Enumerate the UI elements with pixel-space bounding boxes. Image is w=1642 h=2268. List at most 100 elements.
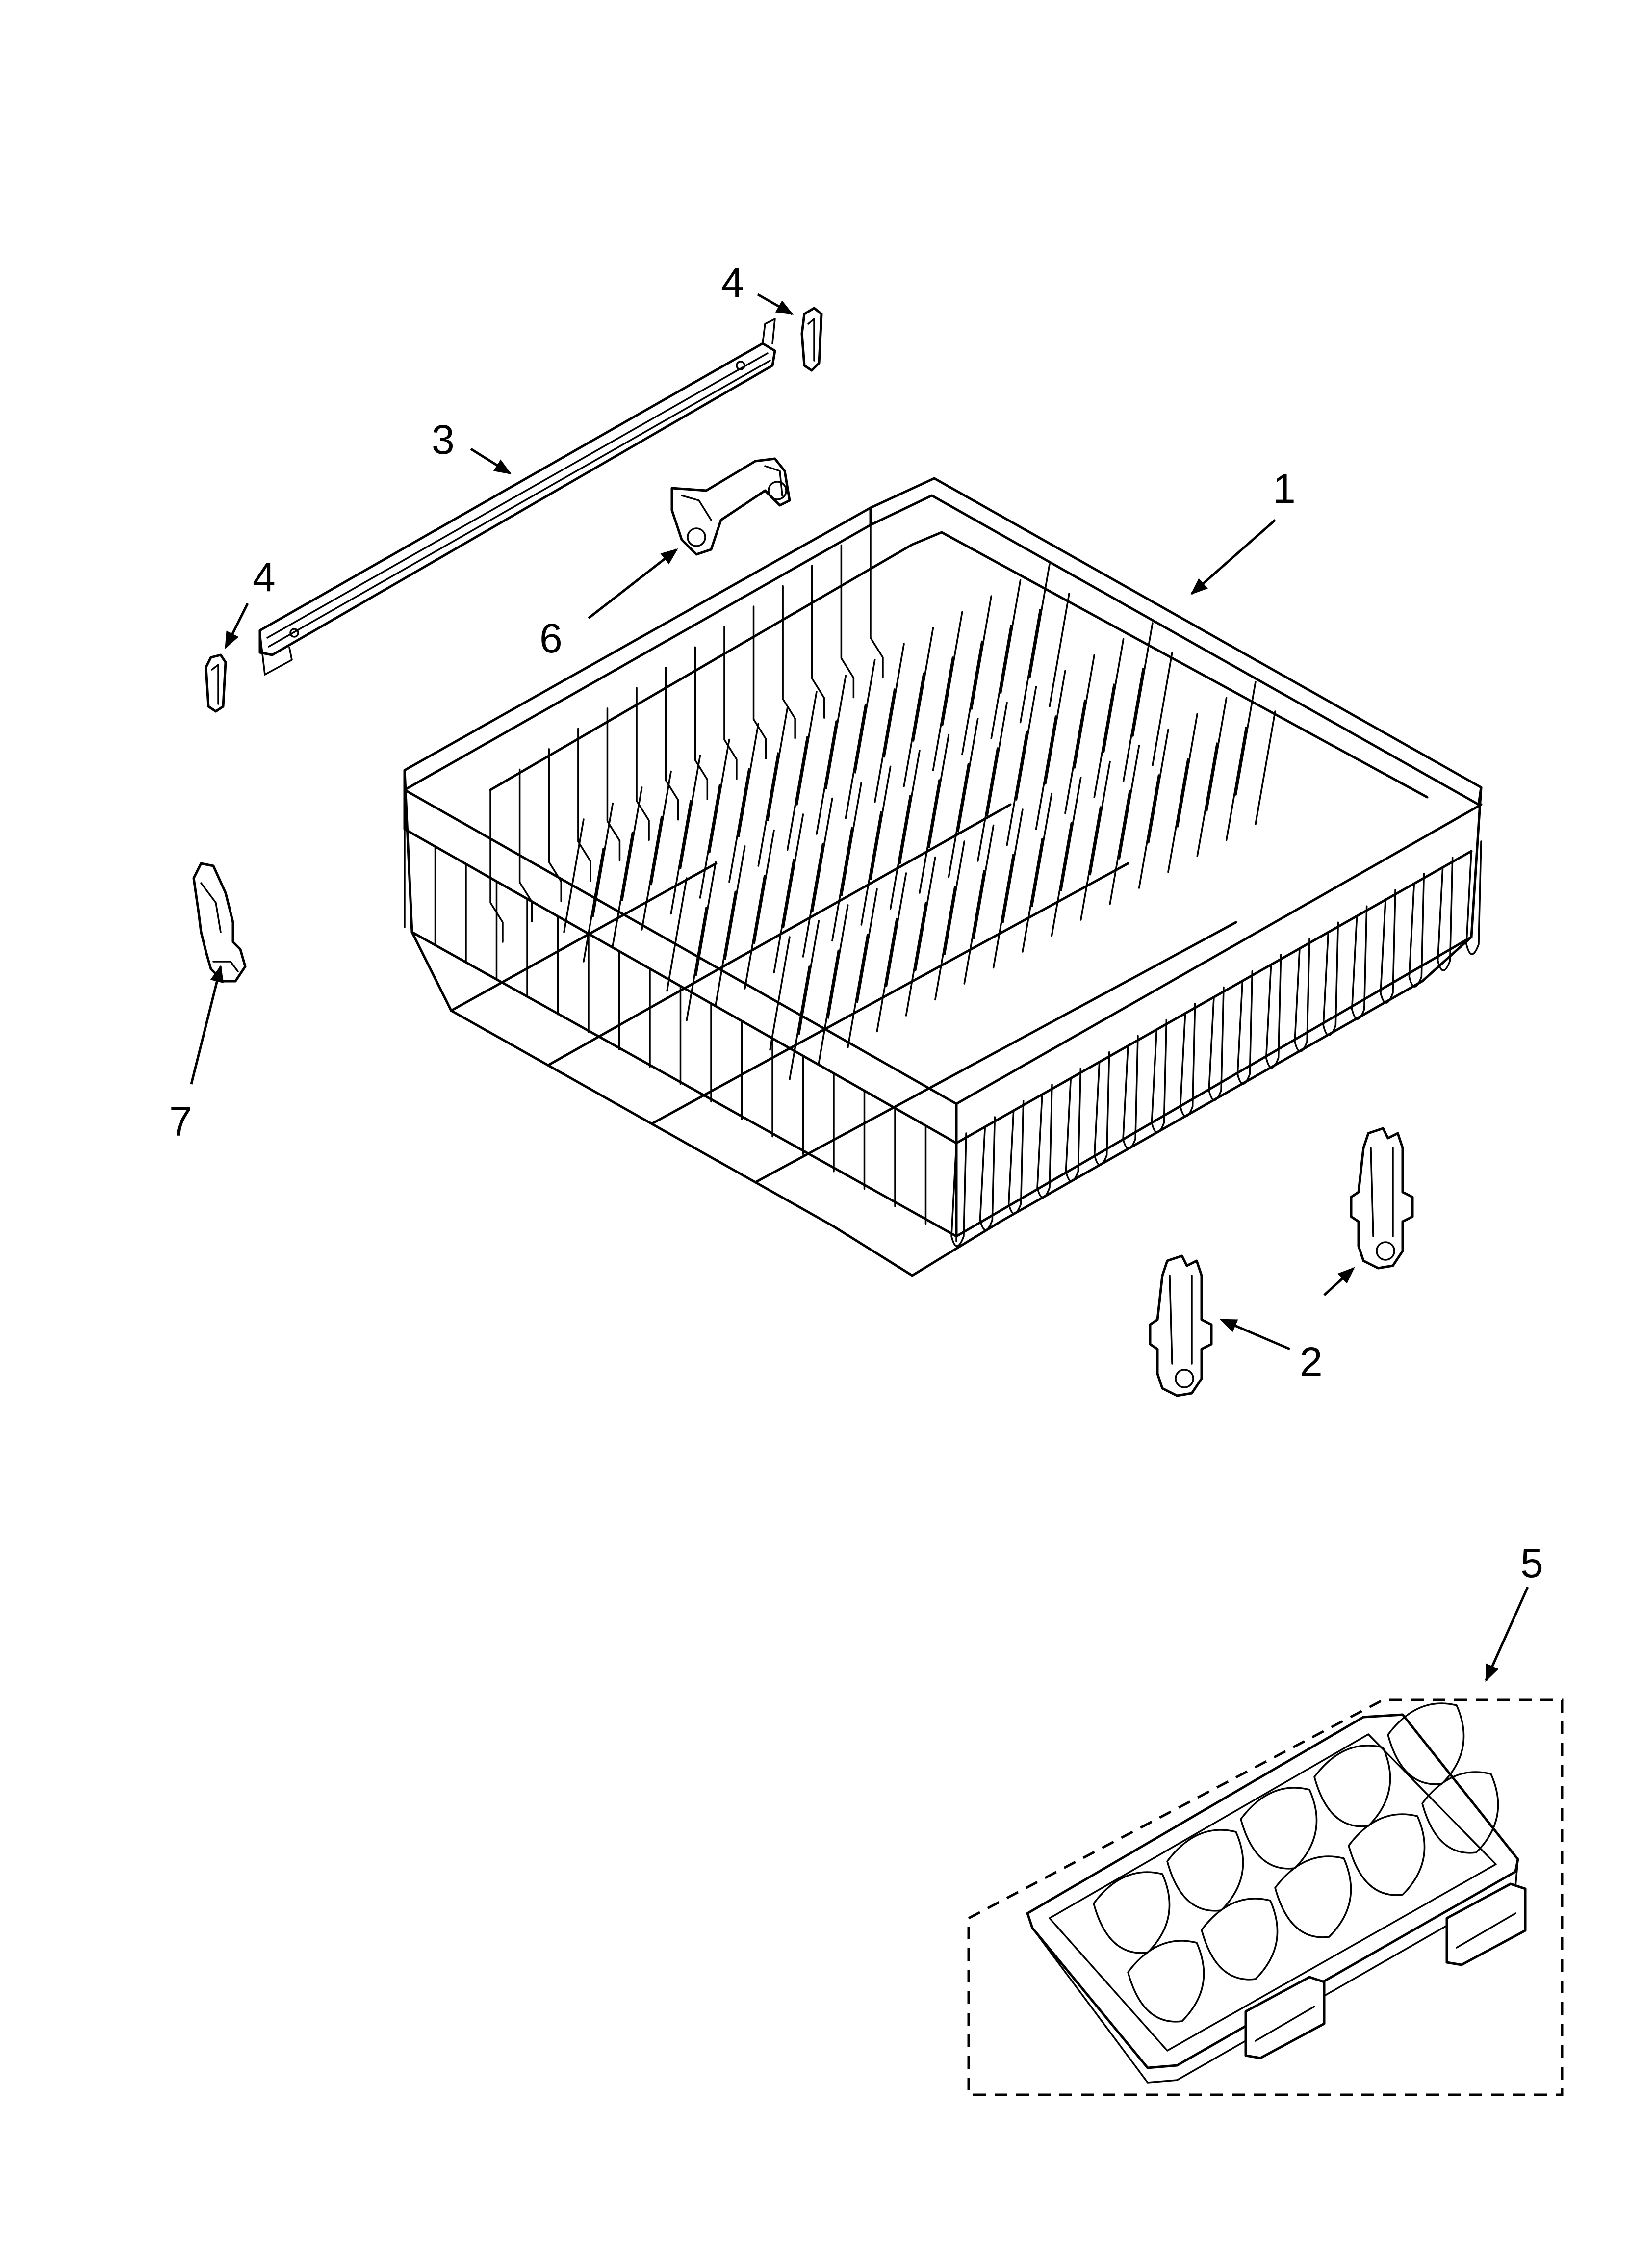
rack-wire — [1294, 938, 1310, 1052]
rack-wire — [915, 856, 936, 971]
rack-wire — [1089, 760, 1111, 876]
rack-wire — [1093, 1871, 1171, 1954]
rack-wire — [1348, 1813, 1426, 1896]
rack-wire — [1408, 873, 1425, 988]
rack-wire — [1201, 1898, 1279, 1981]
rack-wire — [1255, 710, 1276, 825]
rack-wire — [957, 718, 979, 833]
callout-1: 1 — [1273, 466, 1296, 512]
rack-wire — [1421, 1771, 1499, 1854]
rack-wire — [686, 907, 707, 1021]
rack-wire — [1031, 792, 1053, 908]
rack-wire — [709, 738, 730, 854]
rack-wire — [876, 917, 898, 1033]
rack-wire — [1093, 1051, 1110, 1166]
rail-stop-icon — [205, 653, 227, 713]
rack-wire — [847, 934, 869, 1048]
rack-wire — [1151, 1018, 1168, 1134]
rack-wire — [845, 704, 867, 819]
rack-wire — [767, 706, 789, 822]
rack-wire — [961, 640, 983, 756]
rack-wire — [1029, 563, 1051, 678]
rack-wire — [786, 736, 808, 851]
rack-wire — [944, 840, 965, 955]
rack-wire — [870, 524, 884, 678]
rack-wire — [825, 675, 847, 790]
rack-wire — [641, 816, 663, 931]
rack-wire — [889, 795, 911, 910]
rack-wire — [670, 800, 692, 915]
rack-wire — [1208, 986, 1225, 1101]
rack-wire — [1177, 713, 1198, 828]
rack-wire — [990, 625, 1012, 739]
rack-wire — [905, 902, 927, 1017]
rack-wire — [1093, 683, 1115, 798]
rail-icon — [258, 318, 776, 676]
rack-wire — [899, 750, 921, 864]
rack-wire — [802, 843, 824, 958]
rack-wire — [1036, 1084, 1053, 1199]
rack-wire — [636, 687, 650, 841]
rack-wire — [948, 763, 970, 878]
rack-wire — [812, 797, 833, 912]
rack-wire — [695, 861, 717, 976]
rack-wire — [903, 672, 924, 787]
callout-5: 5 — [1520, 1540, 1543, 1586]
callout-7: 7 — [169, 1098, 192, 1145]
rack-wire — [769, 936, 791, 1051]
callout-4-left: 4 — [253, 554, 276, 600]
rack-wire — [1351, 905, 1368, 1020]
rack-wire — [1148, 729, 1169, 844]
rack-wire — [753, 829, 775, 944]
rack-wire — [1127, 1940, 1205, 2023]
rack-wire — [856, 888, 878, 1003]
rack-wire — [963, 870, 985, 985]
callout-6: 6 — [539, 615, 563, 661]
rack-wire — [1035, 715, 1057, 830]
rack-wire — [912, 627, 934, 742]
rack-wire — [919, 779, 940, 894]
rack-wire — [796, 691, 818, 806]
rack-wire — [789, 965, 810, 1080]
rack-wire — [818, 949, 840, 1065]
rack-wire — [971, 595, 992, 710]
rack-wire — [738, 723, 759, 837]
rack-wire — [942, 611, 963, 726]
rack-wire — [1322, 921, 1339, 1036]
rack-wire — [694, 646, 709, 800]
rack-wire — [1122, 667, 1144, 782]
rack-wire — [883, 643, 905, 758]
rack-wire — [831, 827, 853, 942]
rack-wire — [666, 877, 688, 992]
rack-wire — [1225, 726, 1247, 841]
rack-wire — [1132, 622, 1154, 737]
rack-wire — [1206, 697, 1228, 812]
rack-wire — [928, 733, 950, 849]
rack-wire — [841, 782, 862, 896]
rack-wire — [1313, 1745, 1391, 1827]
clip-icon — [670, 457, 791, 556]
rack-wire — [1118, 745, 1140, 860]
rack-wire — [870, 765, 892, 881]
leader-lines — [190, 293, 1529, 1682]
rack-wire — [1022, 838, 1043, 953]
rack-wire — [1007, 1100, 1025, 1215]
rack-wire — [932, 656, 954, 771]
rack-wire — [621, 786, 643, 901]
rack-wire — [782, 585, 796, 739]
rack-wire — [1152, 652, 1173, 766]
callout-2: 2 — [1300, 1339, 1323, 1385]
rack-wire — [744, 875, 766, 990]
rack-wire — [1006, 731, 1027, 846]
rack-wire — [518, 768, 533, 923]
rack-wire — [1196, 742, 1218, 857]
rack-wire — [798, 920, 820, 1035]
rack-wire — [979, 1116, 996, 1231]
rack-wire — [1074, 654, 1095, 769]
rack-wire — [816, 720, 837, 835]
rack-wire — [1019, 608, 1041, 724]
rack-wire — [1274, 1855, 1352, 1938]
rack-wire — [874, 688, 896, 803]
rack-wire — [592, 802, 614, 917]
rack-wire — [1240, 1787, 1318, 1870]
